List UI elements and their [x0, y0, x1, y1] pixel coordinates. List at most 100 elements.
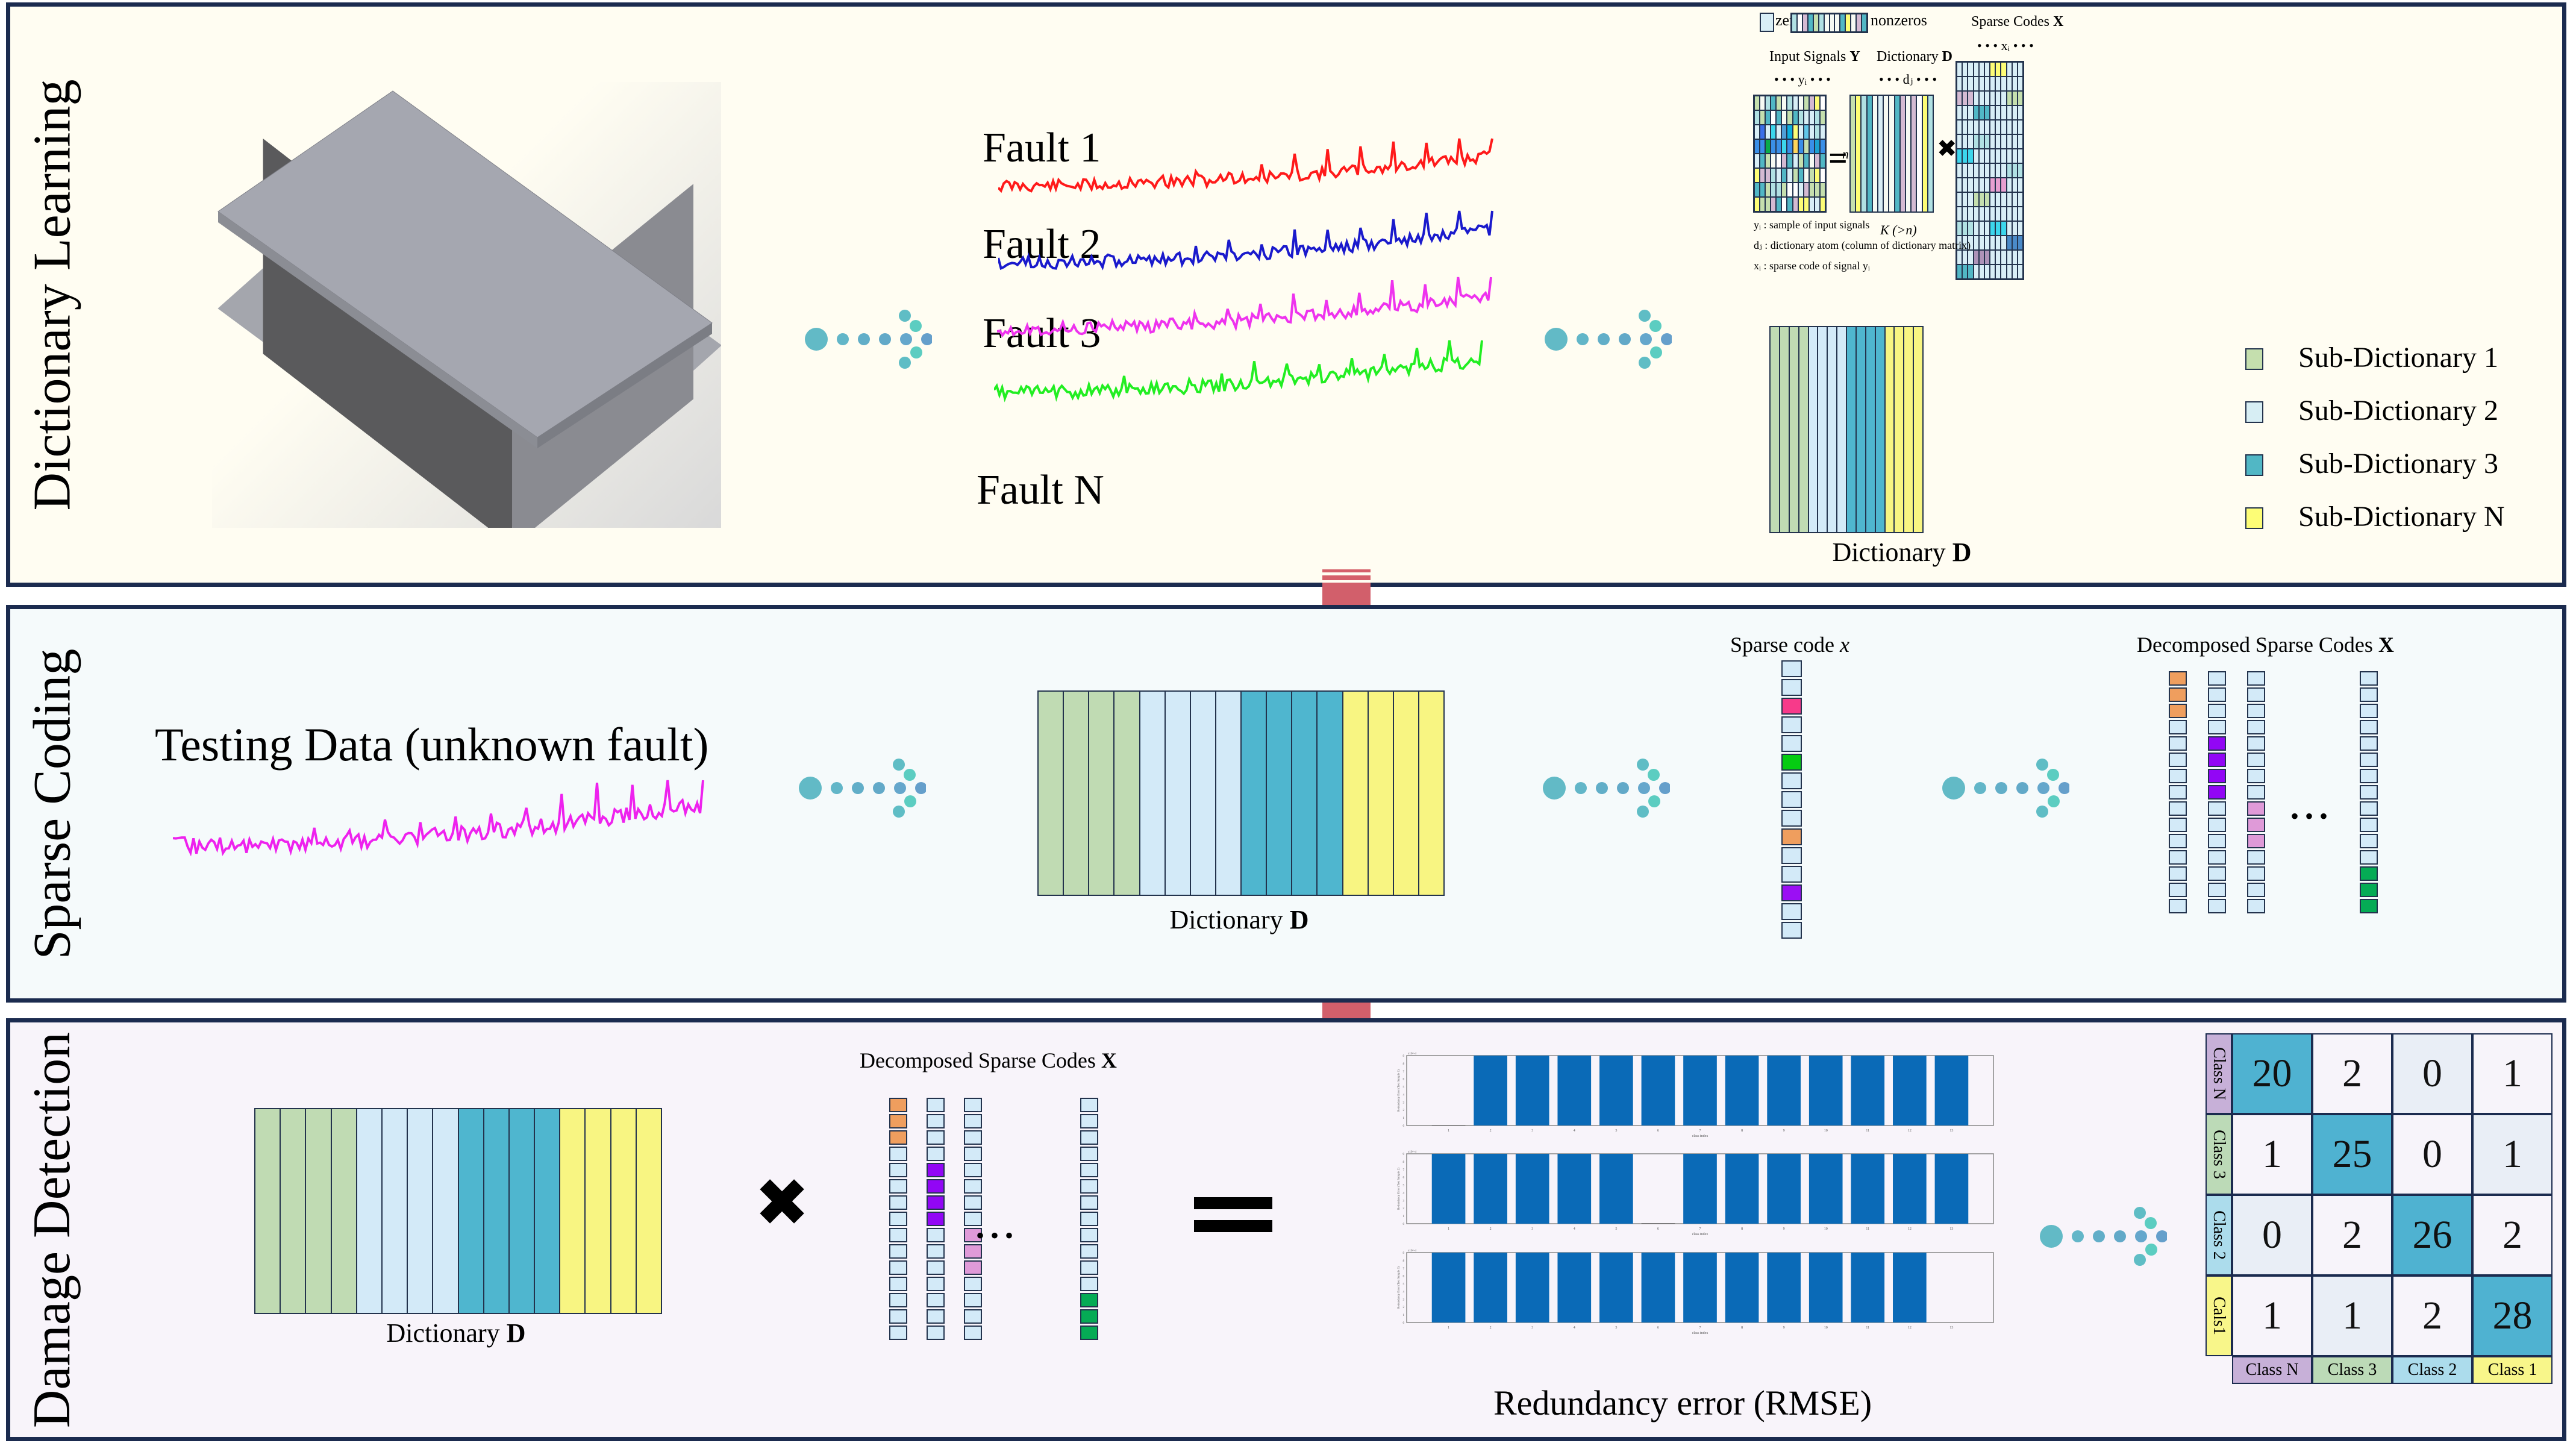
confusion-cell: 0 — [2392, 1033, 2472, 1114]
matrix-cell — [1798, 139, 1804, 154]
matrix-cell — [2017, 264, 2023, 279]
matrix-cell — [1781, 197, 1787, 211]
confusion-cell: 1 — [2472, 1114, 2553, 1195]
matrix-cell — [1760, 154, 1766, 168]
dictionary-atom — [1895, 327, 1905, 532]
matrix-cell — [1787, 197, 1793, 211]
sparse-code-cell — [927, 1114, 945, 1128]
dictionary-atom — [1039, 692, 1064, 895]
rmse-bar — [1641, 1056, 1675, 1125]
matrix-cell — [1962, 221, 1968, 236]
sparse-code-cell — [889, 1277, 907, 1291]
matrix-cell — [1968, 62, 1974, 77]
matrix-cell — [1814, 183, 1820, 197]
y-tick-label: 6 — [1403, 1177, 1405, 1180]
dictionary-atom — [1895, 96, 1901, 211]
dict-label-text: Dictionary — [386, 1318, 500, 1348]
matrix-cell — [2001, 149, 2007, 163]
confusion-cell: 20 — [2232, 1033, 2312, 1114]
matrix-cell — [2006, 120, 2012, 134]
matrix-cell — [1792, 110, 1798, 125]
dictionary-atom — [1343, 692, 1369, 895]
legend-label-sub2: Sub-Dictionary 2 — [2298, 395, 2498, 427]
dictionary-atom — [1368, 692, 1394, 895]
sparse-code-cell — [2208, 671, 2226, 686]
matrix-cell — [1809, 168, 1815, 183]
sparse-code-cell — [2169, 753, 2187, 767]
sparse-code-cell — [964, 1195, 982, 1210]
matrix-cell — [1803, 139, 1809, 154]
rmse-bar — [1474, 1056, 1507, 1125]
sparse-code-cell — [2360, 785, 2378, 800]
dictionary-atom — [1928, 96, 1933, 211]
matrix-cell — [2006, 62, 2012, 77]
dictionary-atom — [1771, 327, 1780, 532]
dict-label-bold: D — [1952, 537, 1972, 567]
inset-dict-title-bold: D — [1942, 49, 1952, 64]
sparse-code-cell — [927, 1098, 945, 1112]
times-sign: ✖ — [754, 1166, 810, 1240]
matrix-cell — [1995, 221, 2001, 236]
confusion-cell: 28 — [2472, 1275, 2553, 1356]
matrix-cell — [1792, 154, 1798, 168]
x-tick-label: 12 — [1908, 1129, 1912, 1133]
sparse-code-vector — [1781, 660, 1802, 941]
matrix-cell — [1973, 149, 1979, 163]
matrix-cell — [1984, 264, 1990, 279]
x-tick-label: 4 — [1574, 1129, 1575, 1133]
matrix-cell — [2001, 77, 2007, 91]
matrix-cell — [1978, 207, 1984, 221]
rmse-bar — [1557, 1056, 1592, 1125]
row-label-text: Cals1 — [2210, 1297, 2228, 1335]
sparse-code-cell — [2360, 899, 2378, 913]
dictionary-learning-panel: Dictionary Learning Fault 1 Fault 2 Faul… — [6, 2, 2566, 587]
rmse-bar — [1851, 1154, 1885, 1224]
dictionary-atom — [1912, 96, 1918, 211]
swatch-cell — [1834, 14, 1840, 32]
matrix-cell — [1968, 120, 1974, 134]
matrix-cell — [1814, 139, 1820, 154]
swatch-cell — [1851, 14, 1857, 32]
matrix-cell — [1968, 105, 1974, 120]
sparse-code-cell — [1781, 679, 1802, 696]
matrix-cell — [1754, 154, 1760, 168]
matrix-cell — [1978, 236, 1984, 250]
sparse-code-cell — [964, 1130, 982, 1145]
rmse-bar — [1683, 1253, 1717, 1322]
matrix-cell — [1973, 207, 1979, 221]
matrix-cell — [2012, 105, 2018, 120]
matrix-cell — [1765, 154, 1771, 168]
matrix-cell — [2012, 163, 2018, 178]
matrix-cell — [1968, 178, 1974, 192]
sparse-code-cell — [2360, 753, 2378, 767]
dictionary-atom — [1900, 96, 1907, 211]
nonzeros-label: nonzeros — [1871, 11, 1927, 29]
matrix-cell — [1968, 250, 1974, 264]
matrix-cell — [1771, 96, 1777, 110]
matrix-cell — [1973, 134, 1979, 149]
matrix-cell — [1776, 168, 1782, 183]
matrix-cell — [2006, 236, 2012, 250]
matrix-cell — [2012, 77, 2018, 91]
y-tick-label: 8 — [1403, 1161, 1405, 1164]
matrix-cell — [2006, 105, 2012, 120]
confusion-cell: 2 — [2392, 1275, 2472, 1356]
swatch-cell — [1818, 14, 1824, 32]
decomposed-code-column — [889, 1098, 907, 1342]
dictionary-d-label: Dictionary D — [387, 1318, 526, 1348]
x-tick-label: 6 — [1657, 1326, 1659, 1330]
rmse-bar — [1431, 1154, 1466, 1224]
matrix-cell — [1787, 183, 1793, 197]
sparse-code-cell — [2208, 818, 2226, 832]
matrix-cell — [1984, 149, 1990, 163]
matrix-cell — [1995, 178, 2001, 192]
matrix-cell — [2012, 134, 2018, 149]
matrix-cell — [1995, 236, 2001, 250]
sparse-code-cell — [2208, 720, 2226, 734]
matrix-cell — [1771, 139, 1777, 154]
x-tick-label: 4 — [1574, 1326, 1575, 1330]
dictionary-d — [1769, 326, 1924, 533]
swatch-cell — [1813, 14, 1819, 32]
rmse-bar — [1515, 1056, 1549, 1125]
y-tick-label: 7 — [1403, 1071, 1405, 1074]
